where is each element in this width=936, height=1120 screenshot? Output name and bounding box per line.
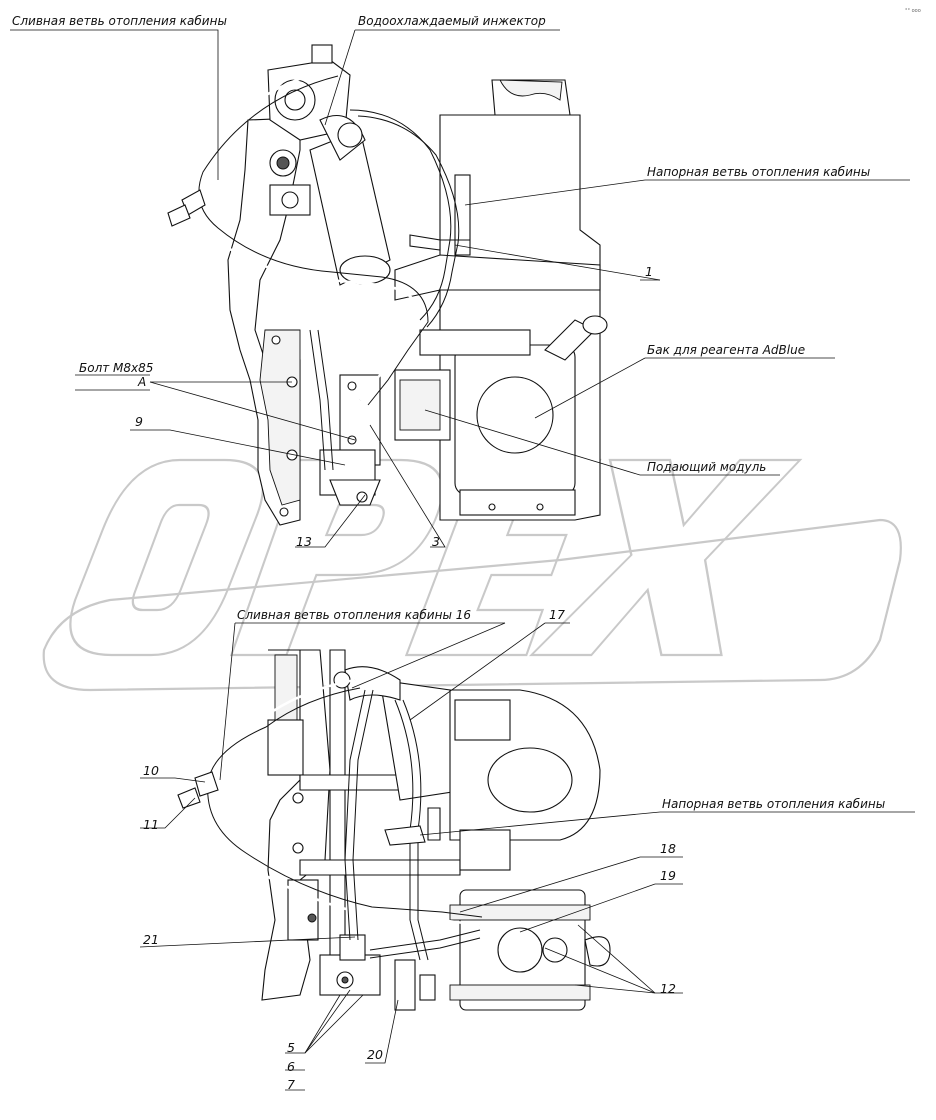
- callout-13: 13: [296, 534, 312, 549]
- label-drain-branch-top: Сливная ветвь отопления кабины: [12, 14, 227, 28]
- label-drain-branch-bottom: Сливная ветвь отопления кабины 16: [237, 608, 471, 622]
- corner-mark: °° ooo: [905, 8, 921, 14]
- label-bolt: Болт М8х85: [79, 361, 153, 375]
- callout-10: 10: [143, 763, 159, 778]
- callout-21: 21: [143, 932, 159, 947]
- callout-9: 9: [135, 414, 143, 429]
- label-tank: Бак для реагента AdBlue: [647, 343, 805, 357]
- callout-1: 1: [645, 264, 653, 279]
- callout-11: 11: [143, 817, 159, 832]
- callout-12: 12: [660, 981, 676, 996]
- bottom-leaders: [139, 622, 915, 1091]
- callout-5: 5: [287, 1040, 295, 1055]
- callout-7: 7: [287, 1077, 295, 1092]
- top-leaders: [10, 29, 910, 548]
- label-injector: Водоохлаждаемый инжектор: [358, 14, 546, 28]
- label-pressure-branch-top: Напорная ветвь отопления кабины: [647, 165, 870, 179]
- label-bolt-ref: А: [137, 375, 146, 389]
- callout-18: 18: [660, 841, 676, 856]
- bottom-assembly: [177, 649, 611, 1011]
- callout-17: 17: [549, 607, 565, 622]
- label-pressure-branch-bottom: Напорная ветвь отопления кабины: [662, 797, 885, 811]
- label-supply-module: Подающий модуль: [647, 460, 766, 474]
- top-assembly: [167, 44, 608, 526]
- callout-6: 6: [287, 1059, 295, 1074]
- callout-20: 20: [367, 1047, 383, 1062]
- callout-3: 3: [432, 534, 440, 549]
- callout-19: 19: [660, 868, 676, 883]
